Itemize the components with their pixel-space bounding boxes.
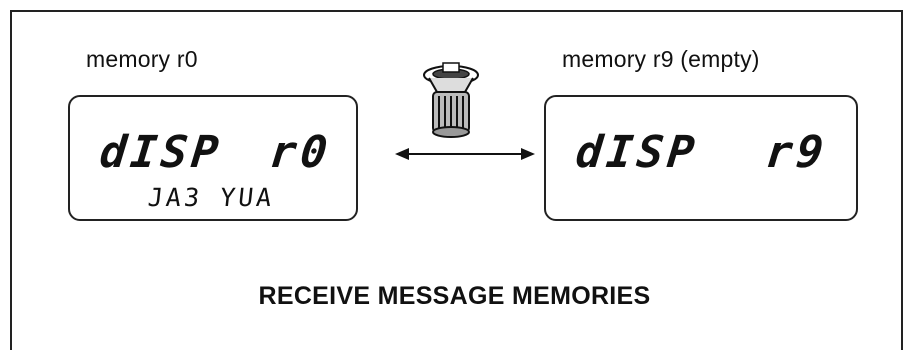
memory-r9-caption: memory r9 (empty) (562, 46, 760, 72)
memory-r0-caption: memory r0 (86, 46, 198, 72)
lcd-main-text: dISP (573, 127, 701, 178)
double-arrow-icon (395, 146, 535, 162)
rotary-knob-icon (415, 62, 487, 142)
lcd-display-memory-r9: dISP r9 (544, 95, 858, 221)
diagram-frame (10, 10, 903, 350)
lcd-channel-text: r0 (267, 127, 334, 178)
lcd-display-memory-r0: dISP r0 JA3 YUA (68, 95, 358, 221)
diagram-title: RECEIVE MESSAGE MEMORIES (258, 282, 651, 310)
lcd-channel-text: r9 (763, 127, 830, 178)
lcd-main-text: dISP (97, 127, 225, 178)
lcd-callsign-text: JA3 YUA (146, 183, 276, 212)
